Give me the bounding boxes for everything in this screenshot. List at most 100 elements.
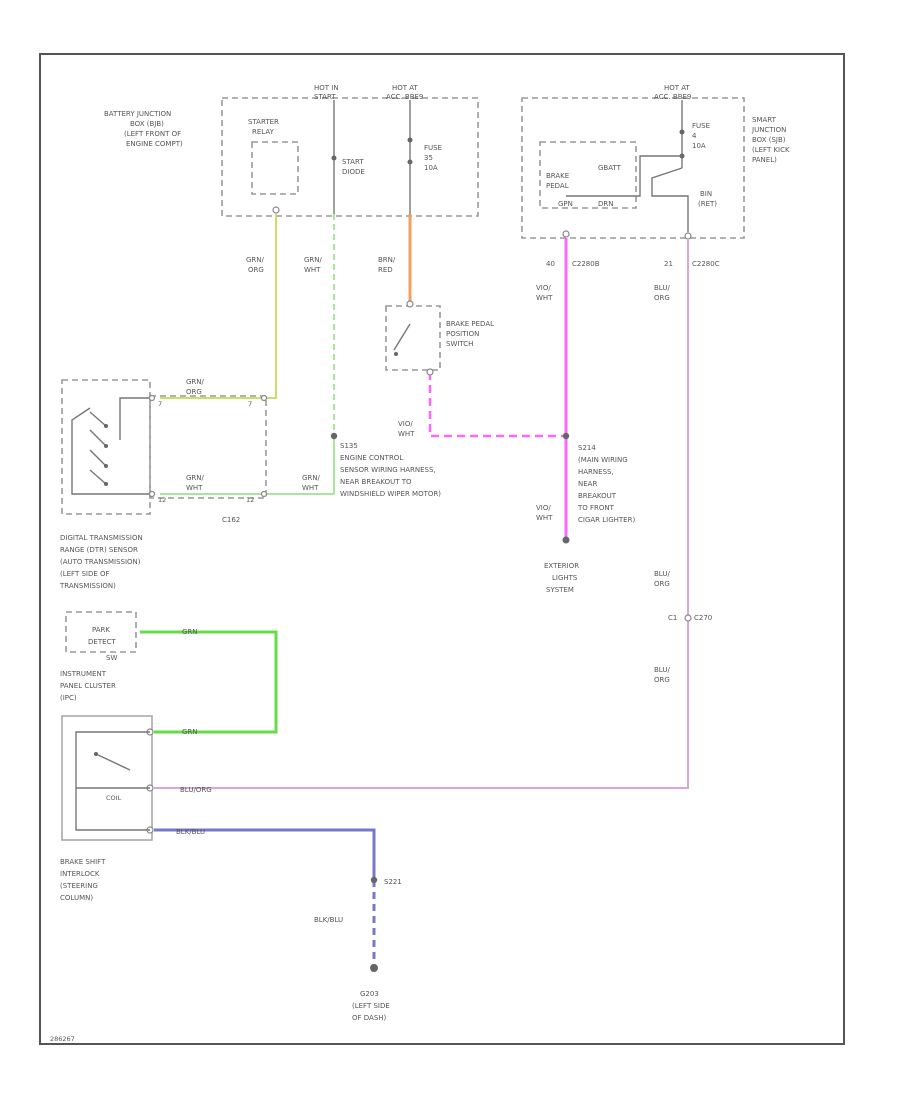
svg-text:POSITION: POSITION — [446, 330, 479, 338]
svg-text:RANGE (DTR) SENSOR: RANGE (DTR) SENSOR — [60, 546, 138, 554]
svg-text:(LEFT SIDE: (LEFT SIDE — [352, 1002, 390, 1010]
svg-text:SYSTEM: SYSTEM — [546, 586, 574, 594]
bsi-switch-contact — [94, 752, 98, 756]
svg-text:ACC. BBE9: ACC. BBE9 — [386, 93, 423, 101]
label-wire-bluorg: BLU/ORG — [180, 786, 212, 794]
svg-text:4: 4 — [692, 132, 697, 140]
label-pin-12b: 12 — [246, 496, 254, 504]
smart-junction-box — [521, 97, 745, 239]
svg-text:ORG: ORG — [186, 388, 202, 396]
svg-text:(MAIN WIRING: (MAIN WIRING — [578, 456, 628, 464]
bsi-switch-wire — [75, 731, 150, 831]
bpps-box — [385, 305, 441, 371]
label-wire-blu-org-1: BLU/ ORG — [654, 284, 670, 302]
svg-text:WHT: WHT — [186, 484, 203, 492]
svg-text:(STEERING: (STEERING — [60, 882, 98, 890]
dtr-switch-contacts-2 — [71, 407, 150, 495]
dtr-dot-4 — [104, 482, 108, 486]
svg-text:BLU/: BLU/ — [654, 284, 670, 292]
label-wire-blkblu-2: BLK/BLU — [314, 916, 343, 924]
svg-text:JUNCTION: JUNCTION — [751, 126, 786, 134]
start-diode-dot — [331, 155, 337, 161]
svg-text:SENSOR WIRING HARNESS,: SENSOR WIRING HARNESS, — [340, 466, 436, 474]
svg-text:HARNESS,: HARNESS, — [578, 468, 614, 476]
s221-splice — [370, 876, 378, 884]
label-wire-blkblu: BLK/BLU — [176, 828, 205, 836]
label-drn: DRN — [598, 200, 614, 208]
dtr-contact-b — [89, 429, 107, 447]
starter-relay-pin — [272, 206, 280, 214]
svg-text:GRN/: GRN/ — [304, 256, 323, 264]
svg-text:STARTER: STARTER — [248, 118, 279, 126]
label-wire-vio-wht-3: VIO/ WHT — [536, 504, 553, 522]
svg-text:PARK: PARK — [92, 626, 110, 634]
svg-text:10A: 10A — [692, 142, 706, 150]
svg-text:HOT AT: HOT AT — [392, 84, 419, 92]
svg-text:ENGINE CONTROL: ENGINE CONTROL — [340, 454, 403, 462]
label-pin-7b: 7 — [248, 400, 252, 408]
wire-grn-wht — [160, 436, 335, 495]
svg-text:(LEFT KICK: (LEFT KICK — [752, 146, 790, 154]
svg-text:PANEL): PANEL) — [752, 156, 777, 164]
wire-blk-blu — [154, 828, 376, 880]
brake-pedal-inner-box — [539, 141, 637, 209]
svg-text:HOT AT: HOT AT — [664, 84, 691, 92]
svg-text:WHT: WHT — [398, 430, 415, 438]
bpps-pin-top — [406, 300, 414, 308]
label-starter-relay: STARTER RELAY — [248, 118, 279, 136]
label-s214: S214 (MAIN WIRING HARNESS, NEAR BREAKOUT… — [577, 444, 635, 524]
label-wire-grn-wht-mid: GRN/ WHT — [186, 474, 205, 492]
svg-text:C2280C: C2280C — [692, 260, 720, 268]
fuse35-dot-top — [407, 137, 413, 143]
svg-text:VIO/: VIO/ — [398, 420, 413, 428]
label-wire-blu-org-2: BLU/ ORG — [654, 570, 670, 588]
label-fuse-35: FUSE 35 10A — [424, 144, 442, 172]
s135-splice — [330, 432, 338, 440]
svg-text:EXTERIOR: EXTERIOR — [544, 562, 579, 570]
bsi-switch-blade — [95, 753, 131, 771]
svg-text:BATTERY JUNCTION: BATTERY JUNCTION — [104, 110, 171, 118]
label-g203: G203 (LEFT SIDE OF DASH) — [352, 990, 390, 1022]
g203-ground — [370, 964, 378, 972]
svg-text:TRANSMISSION): TRANSMISSION) — [59, 582, 116, 590]
c270-pin — [684, 614, 692, 622]
label-wire-grn-org-top: GRN/ ORG — [246, 256, 265, 274]
bpps-contact — [394, 352, 398, 356]
svg-text:ORG: ORG — [654, 580, 670, 588]
svg-text:BRAKE SHIFT: BRAKE SHIFT — [60, 858, 106, 866]
svg-text:35: 35 — [424, 154, 433, 162]
label-brake-pedal: BRAKE PEDAL — [546, 172, 569, 190]
svg-text:(AUTO TRANSMISSION): (AUTO TRANSMISSION) — [60, 558, 141, 566]
label-hot-at-acc-right: HOT AT ACC. BBE9 — [654, 84, 691, 101]
label-pin-12: 12 — [158, 496, 166, 504]
svg-text:DETECT: DETECT — [88, 638, 116, 646]
wire-grn-org — [160, 214, 277, 399]
label-wire-grn-wht-top: GRN/ WHT — [304, 256, 323, 274]
svg-text:C1: C1 — [668, 614, 677, 622]
svg-text:VIO/: VIO/ — [536, 504, 551, 512]
dtr-contact-a — [89, 411, 107, 427]
svg-text:BOX (SJB): BOX (SJB) — [752, 136, 786, 144]
bpps-switch-blade — [393, 323, 411, 351]
label-start-diode: START DIODE — [342, 158, 365, 176]
svg-text:LIGHTS: LIGHTS — [552, 574, 578, 582]
figure-id: 286267 — [50, 1035, 75, 1043]
svg-text:SMART: SMART — [752, 116, 777, 124]
svg-text:10A: 10A — [424, 164, 438, 172]
dtr-contact-d — [89, 469, 107, 485]
gbatt-wire-2 — [651, 167, 689, 232]
svg-text:SWITCH: SWITCH — [446, 340, 473, 348]
label-exterior-lights: EXTERIOR LIGHTS SYSTEM — [544, 562, 579, 594]
svg-text:NEAR BREAKOUT TO: NEAR BREAKOUT TO — [340, 478, 412, 486]
label-wire-grn-org-mid: GRN/ ORG — [186, 378, 205, 396]
label-pin-7: 7 — [158, 400, 162, 408]
svg-text:START: START — [314, 93, 336, 101]
c2280c-pin — [684, 232, 692, 240]
label-wire-vio-wht-2: VIO/ WHT — [398, 420, 415, 438]
battery-junction-box — [221, 97, 479, 217]
label-c2280b: 40 C2280B — [546, 260, 600, 268]
svg-text:GRN/: GRN/ — [186, 378, 205, 386]
svg-text:(LEFT FRONT OF: (LEFT FRONT OF — [124, 130, 181, 138]
svg-text:BRN/: BRN/ — [378, 256, 396, 264]
